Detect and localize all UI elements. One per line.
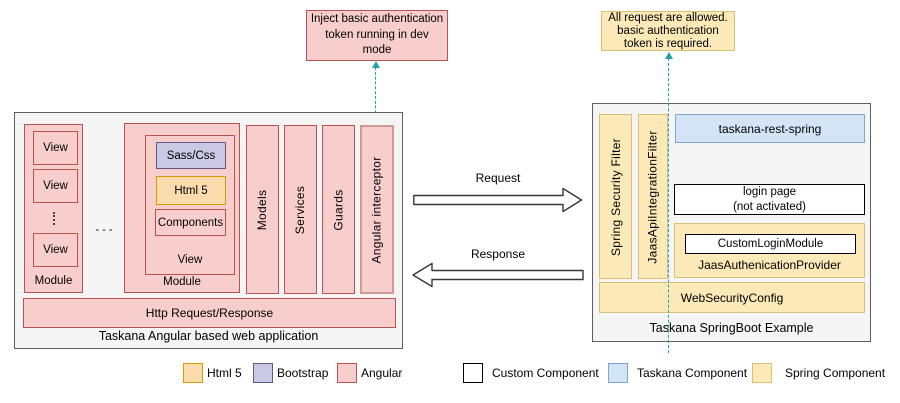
jaas-authentication-provider-box: CustomLoginModule JaasAuthenicationProvi… (674, 223, 865, 278)
legend-label-custom: Custom Component (492, 366, 599, 380)
custom-login-module-box: CustomLoginModule (685, 234, 856, 254)
view-label: View (177, 254, 203, 266)
guards-bar: Guards (322, 125, 355, 294)
request-arrow (413, 187, 583, 213)
springboot-container: Spring Security Filter JaasApiIntegratio… (592, 103, 871, 342)
sass-css-box: Sass/Css (156, 142, 226, 169)
spring-security-filter-bar: Spring Security Filter (599, 114, 632, 279)
teal-arrowhead-up-left (371, 61, 380, 68)
note-inject-token: Inject basic authentication token runnin… (306, 10, 448, 61)
view-box-3: View (33, 233, 78, 267)
ellipsis-between-modules: - - - (95, 224, 113, 236)
taskana-rest-spring-box: taskana-rest-spring (675, 114, 865, 143)
legend-swatch-spring (752, 363, 772, 383)
services-label: Services (293, 185, 308, 234)
legend-label-bootstrap: Bootstrap (277, 366, 329, 380)
models-label: Models (255, 189, 270, 230)
html5-box: Html 5 (156, 176, 226, 205)
view-container: Sass/Css Html 5 Components View (145, 135, 235, 275)
module-1-label: Module (34, 275, 73, 287)
guards-label: Guards (331, 188, 346, 231)
module-1: View View View Module (24, 124, 83, 293)
view-box-2: View (33, 169, 78, 203)
login-page-box: login page (not activated) (674, 184, 865, 215)
teal-arrowhead-up-right (664, 52, 673, 59)
models-bar: Models (246, 125, 279, 294)
springboot-title: Taskana SpringBoot Example (649, 321, 814, 335)
module-2-label: Module (163, 276, 201, 288)
angular-app-container: View View View Module - - - Sass/Css Htm… (14, 112, 403, 349)
angular-interceptor-label: Angular interceptor (370, 155, 384, 264)
web-security-config-bar: WebSecurityConfig (599, 282, 865, 313)
legend-label-html5: Html 5 (207, 366, 242, 380)
dashed-connector-left (375, 67, 377, 123)
legend-label-taskana: Taskana Component (637, 366, 748, 380)
response-arrow (412, 262, 584, 288)
spring-security-filter-label: Spring Security Filter (608, 137, 623, 256)
legend-swatch-custom (463, 363, 483, 383)
legend-swatch-angular (337, 363, 357, 383)
legend-label-spring: Spring Component (785, 366, 886, 380)
module-2: Sass/Css Html 5 Components View Module (124, 123, 240, 293)
services-bar: Services (284, 125, 317, 294)
request-label: Request (475, 171, 521, 185)
response-label: Response (470, 247, 526, 261)
jaas-api-integration-filter-bar: JaasApiIntegrationFilter (638, 114, 668, 279)
view-box-1: View (33, 131, 78, 165)
legend-label-angular: Angular (361, 366, 403, 380)
jaas-authentication-provider-label: JaasAuthenicationProvider (698, 258, 841, 272)
jaas-api-integration-filter-label: JaasApiIntegrationFilter (646, 129, 661, 264)
dashed-connector-right (668, 58, 670, 353)
http-request-response-bar: Http Request/Response (23, 298, 396, 328)
legend-swatch-taskana (608, 363, 628, 383)
legend-swatch-html5 (183, 363, 203, 383)
angular-app-title: Taskana Angular based web application (98, 329, 319, 343)
angular-interceptor-bar: Angular interceptor (360, 125, 394, 294)
vertical-ellipsis (53, 212, 55, 225)
components-box: Components (155, 209, 226, 236)
legend-swatch-bootstrap (253, 363, 273, 383)
note-all-requests: All request are allowed. basic authentic… (601, 11, 735, 51)
